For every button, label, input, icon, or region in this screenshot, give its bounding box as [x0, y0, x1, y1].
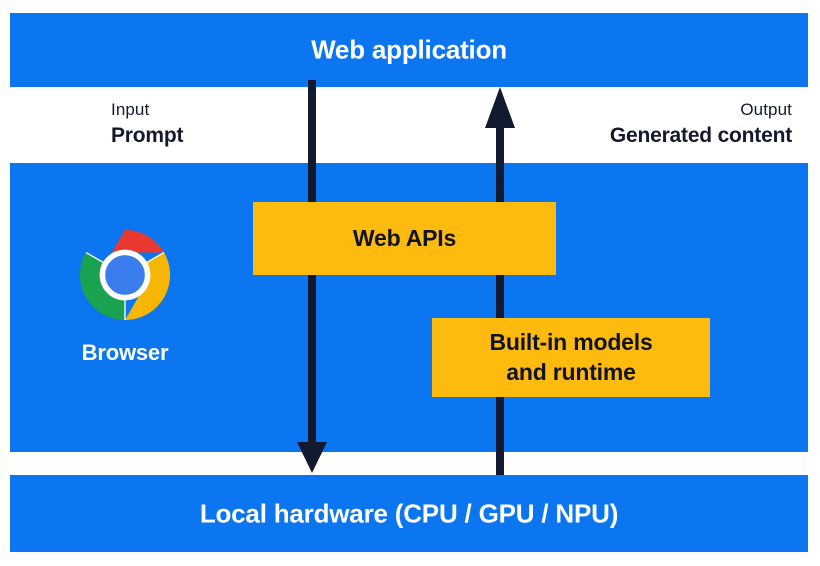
- panel-browser-label: Browser: [81, 340, 169, 365]
- box-builtin-models-line-1: Built-in models: [489, 329, 653, 356]
- flow-label-output: Output Generated content: [610, 101, 792, 146]
- flow-input-kicker: Input: [111, 100, 150, 119]
- panel-web-application: Web application: [10, 13, 808, 87]
- panel-local-hardware-title: Local hardware (CPU / GPU / NPU): [199, 498, 619, 528]
- flow-input-value: Prompt: [111, 124, 184, 147]
- panel-web-application-title: Web application: [311, 34, 507, 65]
- panel-local-hardware: Local hardware (CPU / GPU / NPU): [10, 475, 808, 552]
- flow-output-value: Generated content: [609, 124, 792, 147]
- flow-output-kicker: Output: [740, 100, 792, 119]
- flow-label-input: Input Prompt: [111, 100, 184, 147]
- box-builtin-models[interactable]: Built-in models and runtime: [432, 318, 710, 397]
- chrome-logo-icon: [79, 229, 171, 321]
- box-builtin-models-line-2: and runtime: [506, 358, 636, 385]
- arrow-up-icon: [485, 87, 515, 480]
- box-web-apis[interactable]: Web APIs: [253, 202, 556, 275]
- arrow-down-icon: [297, 80, 327, 473]
- box-web-apis-line-1: Web APIs: [352, 224, 457, 251]
